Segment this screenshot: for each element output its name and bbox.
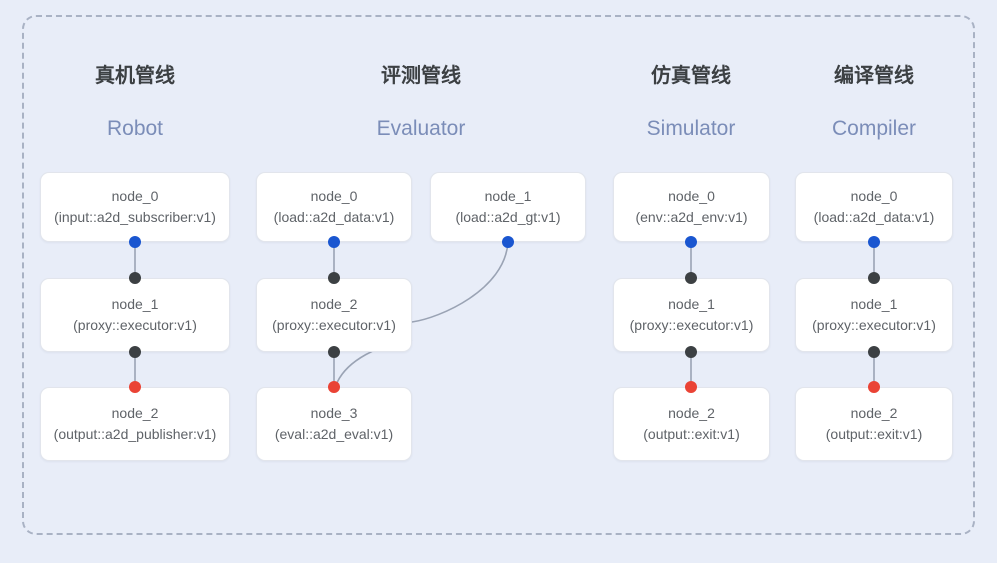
- node-robot-node_1[interactable]: node_1(proxy::executor:v1): [40, 278, 230, 352]
- node-simulator-node_0[interactable]: node_0(env::a2d_env:v1): [613, 172, 770, 242]
- connector-dot-sim-node1-out[interactable]: [685, 346, 697, 358]
- node-type-label: (eval::a2d_eval:v1): [274, 426, 394, 442]
- node-id-label: node_0: [850, 188, 898, 204]
- node-id-label: node_1: [484, 188, 532, 204]
- connector-dot-sim-node2-in[interactable]: [685, 381, 697, 393]
- node-id-label: node_2: [111, 405, 159, 421]
- connector-dot-comp-node0-out[interactable]: [868, 236, 880, 248]
- node-id-label: node_0: [310, 188, 358, 204]
- node-compiler-node_1[interactable]: node_1(proxy::executor:v1): [795, 278, 953, 352]
- node-id-label: node_2: [310, 296, 358, 312]
- connector-dot-comp-node1-out[interactable]: [868, 346, 880, 358]
- node-type-label: (proxy::executor:v1): [272, 317, 396, 333]
- node-evaluator-node_2[interactable]: node_2(proxy::executor:v1): [256, 278, 412, 352]
- node-type-label: (input::a2d_subscriber:v1): [54, 209, 216, 225]
- node-type-label: (proxy::executor:v1): [73, 317, 197, 333]
- connector-dot-eval-node2-out[interactable]: [328, 346, 340, 358]
- node-type-label: (proxy::executor:v1): [629, 317, 754, 333]
- node-simulator-node_1[interactable]: node_1(proxy::executor:v1): [613, 278, 770, 352]
- node-id-label: node_2: [850, 405, 898, 421]
- connector-dot-sim-node0-out[interactable]: [685, 236, 697, 248]
- node-type-label: (load::a2d_gt:v1): [455, 209, 561, 225]
- node-id-label: node_3: [310, 405, 358, 421]
- connector-dot-robot-node0-out[interactable]: [129, 236, 141, 248]
- connector-dot-eval-node0-out[interactable]: [328, 236, 340, 248]
- node-type-label: (load::a2d_data:v1): [273, 209, 395, 225]
- node-simulator-node_2[interactable]: node_2(output::exit:v1): [613, 387, 770, 461]
- node-type-label: (output::a2d_publisher:v1): [53, 426, 217, 442]
- node-type-label: (output::exit:v1): [643, 426, 740, 442]
- node-compiler-node_0[interactable]: node_0(load::a2d_data:v1): [795, 172, 953, 242]
- node-robot-node_0[interactable]: node_0(input::a2d_subscriber:v1): [40, 172, 230, 242]
- node-id-label: node_1: [111, 296, 159, 312]
- node-id-label: node_0: [668, 188, 715, 204]
- connector-dot-sim-node1-in[interactable]: [685, 272, 697, 284]
- connector-dot-robot-node2-in[interactable]: [129, 381, 141, 393]
- node-id-label: node_1: [668, 296, 715, 312]
- node-type-label: (output::exit:v1): [825, 426, 923, 442]
- node-type-label: (env::a2d_env:v1): [635, 209, 748, 225]
- pipeline-group-frame: [22, 15, 975, 535]
- connector-dot-comp-node1-in[interactable]: [868, 272, 880, 284]
- node-compiler-node_2[interactable]: node_2(output::exit:v1): [795, 387, 953, 461]
- node-evaluator-node_0[interactable]: node_0(load::a2d_data:v1): [256, 172, 412, 242]
- connector-dot-eval-node3-in[interactable]: [328, 381, 340, 393]
- node-evaluator-node_1[interactable]: node_1(load::a2d_gt:v1): [430, 172, 586, 242]
- node-id-label: node_2: [668, 405, 715, 421]
- node-evaluator-node_3[interactable]: node_3(eval::a2d_eval:v1): [256, 387, 412, 461]
- node-id-label: node_1: [850, 296, 898, 312]
- connector-dot-eval-node1-out[interactable]: [502, 236, 514, 248]
- node-robot-node_2[interactable]: node_2(output::a2d_publisher:v1): [40, 387, 230, 461]
- connector-dot-robot-node1-in[interactable]: [129, 272, 141, 284]
- connector-dot-eval-node2-in[interactable]: [328, 272, 340, 284]
- node-id-label: node_0: [111, 188, 159, 204]
- node-type-label: (proxy::executor:v1): [812, 317, 936, 333]
- node-type-label: (load::a2d_data:v1): [813, 209, 935, 225]
- connector-dot-robot-node1-out[interactable]: [129, 346, 141, 358]
- connector-dot-comp-node2-in[interactable]: [868, 381, 880, 393]
